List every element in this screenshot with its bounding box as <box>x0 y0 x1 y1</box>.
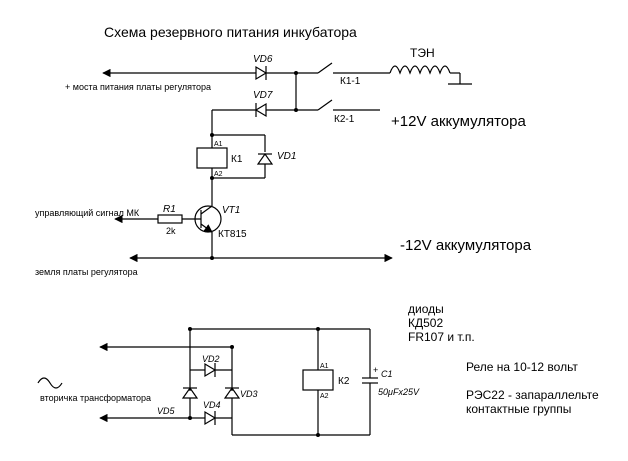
diodes-type2: FR107 и т.п. <box>408 330 475 344</box>
diode-vd2 <box>204 362 217 378</box>
ground-label: земля платы регулятора <box>35 267 138 277</box>
k1-1-switch <box>317 62 333 74</box>
r1-value: 2k <box>166 226 176 236</box>
vd1-label: VD1 <box>277 151 296 162</box>
res22-note-line1: РЭС22 - запараллельте <box>466 388 599 402</box>
k1-1-label: К1-1 <box>340 76 361 87</box>
vt1-type-label: КТ815 <box>218 229 247 240</box>
diodes-type1: КД502 <box>408 316 443 330</box>
vd7-label: VD7 <box>253 90 273 101</box>
capacitor-c1 <box>362 377 378 384</box>
diode-vd1 <box>256 152 274 165</box>
control-signal-label: управляющий сигнал МК <box>35 208 140 218</box>
bridge-plus-label: + моста питания платы регулятора <box>65 82 211 92</box>
c1-plus: + <box>373 365 378 375</box>
ten-heater-coil <box>389 65 451 75</box>
k2-pin-a1: A1 <box>320 363 329 370</box>
transformer-label: вторичка трансформатора <box>40 393 151 403</box>
battery-plus-label: +12V аккумулятора <box>391 113 526 130</box>
k1-label: К1 <box>231 154 243 165</box>
k2-1-label: К2-1 <box>334 114 355 125</box>
relay-k1-coil <box>196 147 228 169</box>
vd5-label: VD5 <box>157 406 176 416</box>
relay-k2-coil <box>302 369 334 391</box>
k1-pin-a1: A1 <box>214 141 223 148</box>
vd2-label: VD2 <box>202 354 220 364</box>
vd6-label: VD6 <box>253 54 273 65</box>
r1-label: R1 <box>163 204 176 215</box>
ac-symbol <box>37 377 63 389</box>
c1-value: 50μFx25V <box>378 387 420 397</box>
diode-vd7 <box>254 102 267 118</box>
battery-minus-label: -12V аккумулятора <box>400 237 532 254</box>
ten-label: ТЭН <box>410 46 435 60</box>
diodes-title: диоды <box>408 302 444 316</box>
relay-note: Реле на 10-12 вольт <box>466 360 578 374</box>
vt1-label: VT1 <box>222 205 240 216</box>
diagram-title: Схема резервного питания инкубатора <box>104 24 357 40</box>
resistor-r1 <box>157 214 183 224</box>
res22-note-line2: контактные группы <box>466 402 571 416</box>
vd3-label: VD3 <box>240 389 258 399</box>
k2-1-switch <box>317 99 333 111</box>
k2-pin-a2: A2 <box>320 393 329 400</box>
diode-vd6 <box>255 65 268 81</box>
vd4-label: VD4 <box>203 400 221 410</box>
k2-label: К2 <box>338 376 350 387</box>
c1-label: C1 <box>381 369 393 379</box>
diode-vd4 <box>204 410 217 426</box>
k1-pin-a2: A2 <box>214 171 223 178</box>
